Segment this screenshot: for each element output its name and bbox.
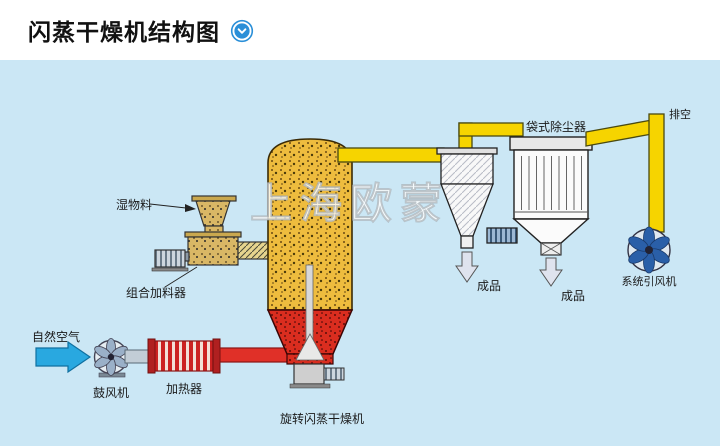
blower-label: 鼓风机 — [93, 386, 129, 400]
wet-material-label: 湿物料 — [116, 197, 152, 212]
exhaust-stack — [648, 113, 665, 233]
blower-blades — [94, 338, 128, 376]
watermark: 上海欧蒙 — [250, 179, 450, 228]
tower-motor — [323, 367, 345, 381]
feeder-leader-line — [164, 266, 198, 288]
hopper-flange — [191, 195, 237, 202]
heater-label: 加热器 — [166, 382, 202, 396]
air-arrow — [35, 340, 92, 374]
bagfilter-product-arrow — [539, 257, 563, 287]
cyclone-product-label: 成品 — [477, 279, 501, 293]
air-heating-line — [35, 338, 293, 378]
feeder-body — [187, 236, 239, 266]
tower-gearbox — [293, 363, 325, 385]
bag-filter-label: 袋式除尘器 — [526, 119, 586, 134]
blower-outlet-pipe — [124, 349, 151, 364]
blower-hub — [107, 353, 115, 361]
hot-air-pipe — [219, 347, 293, 363]
id-fan-label: 系统引风机 — [622, 274, 677, 288]
duct-tower-to-cyclone — [337, 147, 445, 163]
diagram-background — [0, 60, 720, 446]
heater-flange-right — [212, 338, 221, 374]
natural-air-label: 自然空气 — [32, 329, 80, 344]
tower-base — [289, 383, 331, 389]
id-fan — [627, 226, 671, 274]
feeder-label: 组合加料器 — [126, 285, 186, 300]
feeder-base — [151, 267, 189, 272]
bagfilter-box — [513, 149, 589, 220]
feeder-assembly — [151, 195, 271, 272]
id-fan-hub — [645, 246, 653, 254]
drying-tower — [266, 138, 354, 389]
annotations — [149, 203, 198, 288]
screw-conveyor-tube — [237, 241, 271, 260]
wet-material-arrowhead — [185, 204, 196, 212]
feeder-flange — [184, 231, 242, 238]
filter-bags — [521, 156, 582, 210]
bagfilter-product-label: 成品 — [561, 289, 585, 303]
duct-cyclone-to-bagfilter — [458, 122, 524, 137]
page-title: 闪蒸干燥机结构图 — [28, 20, 220, 46]
cyclone-lid — [436, 147, 498, 155]
inner-cone — [295, 333, 325, 361]
cyclone-discharge — [460, 235, 474, 249]
heater-flange-left — [147, 338, 156, 374]
cyclone-cylinder — [440, 153, 494, 185]
bag-filter — [509, 136, 593, 287]
chevron-down-circle-icon[interactable] — [230, 19, 254, 43]
vent-label: 排空 — [669, 107, 691, 121]
cyclone-separator — [436, 147, 518, 283]
feeder-motor — [154, 249, 186, 268]
heater-coil — [154, 340, 214, 372]
rotary-valve-motor — [486, 227, 518, 244]
title-bar: 闪蒸干燥机结构图 — [0, 0, 720, 60]
cyclone-product-arrow — [455, 251, 479, 283]
dryer-label: 旋转闪蒸干燥机 — [280, 411, 364, 426]
bagfilter-lid — [509, 136, 593, 151]
flash-dryer-diagram: 上海欧蒙 湿物料 组合加料器 自然空气 鼓风机 加热器 旋转闪蒸干燥机 成品 成… — [0, 60, 720, 446]
